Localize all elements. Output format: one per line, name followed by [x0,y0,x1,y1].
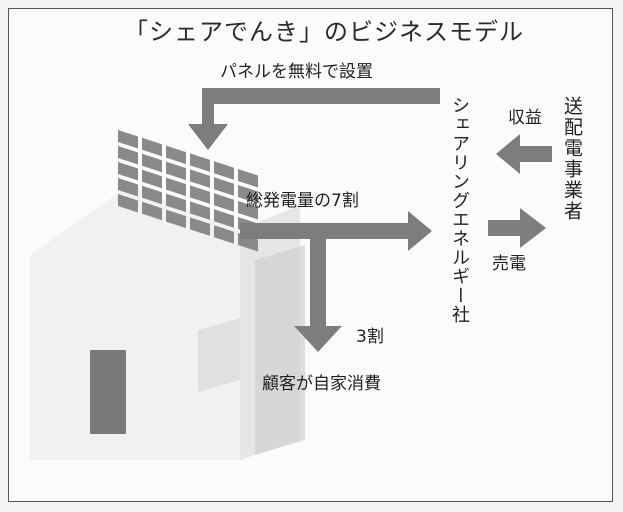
output-arrow-70 [240,211,432,251]
revenue-arrow [496,134,552,174]
solar-panel-cell [142,153,162,173]
solar-panel-cell [118,178,138,197]
solar-panel-cell [190,217,210,236]
solar-panel-cell [166,177,186,197]
solar-panel-cell [190,169,210,188]
solar-panel-cell [166,209,186,229]
solar-panel-cell [238,200,258,220]
label-revenue: 収益 [508,108,542,128]
label-seventy-percent: 総発電量の7割 [246,191,359,211]
solar-panel-cell [214,193,234,212]
solar-panel-cell [142,201,162,221]
solar-panel-cell [118,194,138,213]
solar-panel-cell [142,137,162,157]
solar-panel-cell [142,185,162,205]
solar-panel-cell [238,168,258,188]
solar-panel-cell [166,161,186,181]
label-sale: 売電 [492,254,526,274]
house-illustration [30,185,305,460]
solar-panel-cell [118,146,138,165]
entity-sharing-energy: シェアリングエネルギー社 [449,96,470,324]
solar-panel-cell [190,185,210,204]
solar-panel-cell [214,225,234,244]
solar-panel-cell [214,209,234,228]
house-door [90,350,126,434]
solar-panel-cell [214,161,234,180]
diagram-title: 「シェアでんき」のビジネスモデル [124,18,524,46]
label-self-consumption: 顧客が自家消費 [262,374,381,394]
label-install-panels: パネルを無料で設置 [220,62,373,82]
solar-panel-cell [238,184,258,204]
solar-panel-cell [142,169,162,189]
sale-arrow [488,208,546,248]
label-thirty-percent: 3割 [356,327,384,347]
solar-panel-cell [166,145,186,165]
solar-panel-cell [214,177,234,196]
entity-utility: 送配電事業者 [561,96,583,222]
solar-panel-cell [190,153,210,172]
solar-panel-cell [190,201,210,220]
solar-panel-cell [166,193,186,213]
self-use-arrow-30 [294,237,342,352]
install-arrow [188,88,440,150]
solar-panel-cell [118,162,138,181]
solar-panel-cell [118,130,138,149]
